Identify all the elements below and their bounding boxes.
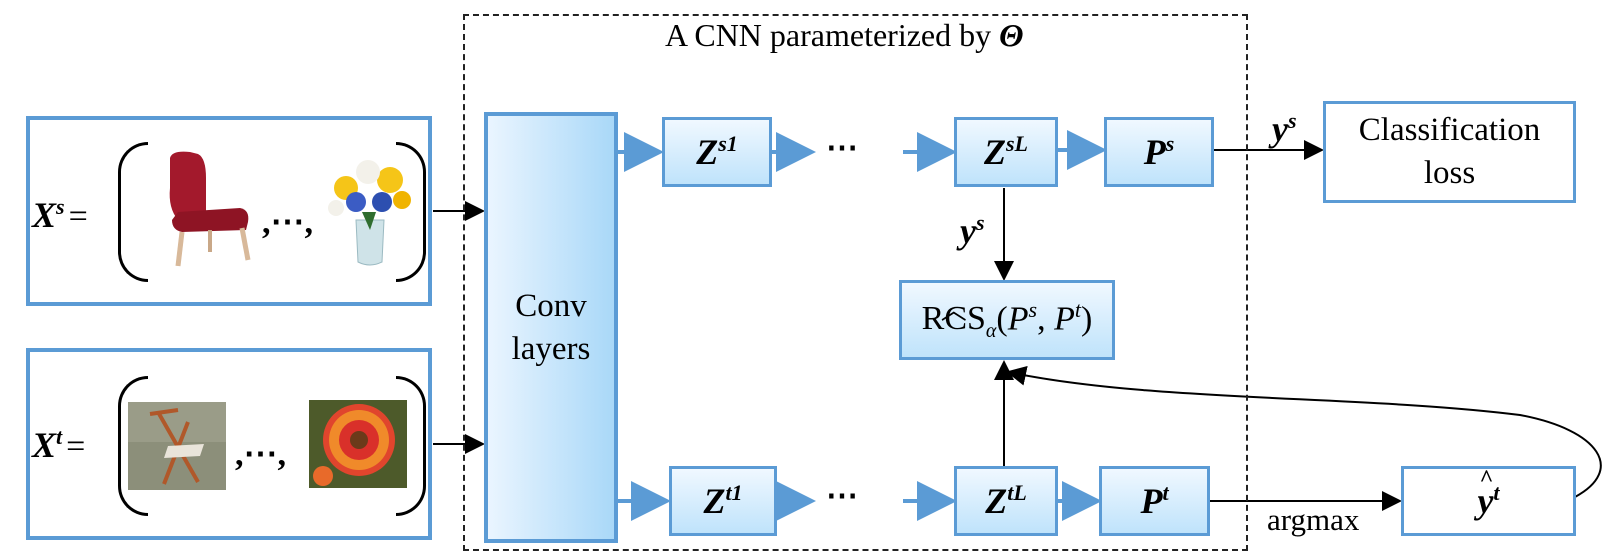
conv-layers-block: Conv layers [484, 112, 618, 543]
theta-symbol: Θ [999, 17, 1024, 53]
red-flower-photo [309, 400, 407, 488]
source-ellipsis: ,⋯, [262, 204, 313, 241]
pt-box: Pt [1099, 466, 1210, 536]
classification-loss-box: Classification loss [1323, 101, 1576, 203]
yhat-symbol: ^ yt [1477, 466, 1500, 521]
zsL-box: ZsL [954, 117, 1058, 187]
ys-label-horizontal: ys [1272, 108, 1297, 149]
loss-label-line2: loss [1423, 155, 1476, 191]
target-input-label: Xt = [32, 424, 85, 466]
target-input-box: Xt = ,⋯, [26, 348, 432, 540]
target-dots: ⋯ [826, 477, 862, 513]
cnn-frame-title: A CNN parameterized by Θ [665, 17, 1024, 54]
rcs-hat-icon: ︿ [940, 296, 967, 326]
xs-equals: = [68, 198, 88, 235]
xt-symbol: Xt [32, 424, 63, 465]
loss-label-line1: Classification [1358, 112, 1541, 149]
yhat-hat-icon: ^ [1479, 466, 1494, 492]
source-dots: ⋯ [826, 129, 862, 165]
flower-bouquet-image [328, 160, 411, 266]
conv-label-line2: layers [511, 330, 591, 367]
zt1-box: Zt1 [669, 466, 777, 536]
argmax-label: argmax [1267, 502, 1360, 537]
arrow-yhat-feedback [1006, 365, 1602, 498]
conv-label-line1: Conv [515, 287, 587, 324]
zs1-box: Zs1 [662, 117, 772, 187]
ztL-box: ZtL [954, 466, 1058, 536]
folding-chair-photo [128, 402, 226, 490]
frame-title-text: A CNN parameterized by [665, 17, 1000, 53]
rcs-formula: ︿ RCSα(Ps, Pt) [922, 296, 1093, 343]
source-input-label: Xs = [32, 194, 88, 236]
chair-image [169, 151, 251, 267]
ys-label-vertical: ys [960, 210, 985, 251]
cnn-frame [463, 14, 1248, 551]
xt-equals: = [66, 428, 86, 465]
ps-box: Ps [1104, 117, 1214, 187]
rcs-box: ︿ RCSα(Ps, Pt) [899, 280, 1115, 360]
source-left-paren [118, 142, 148, 282]
source-input-box: Xs = ,⋯, [26, 116, 432, 306]
target-ellipsis: ,⋯, [235, 436, 286, 473]
xs-symbol: Xs [32, 194, 65, 235]
target-right-paren [396, 376, 426, 516]
source-right-paren [396, 142, 426, 282]
yhat-box: ^ yt [1401, 466, 1576, 536]
